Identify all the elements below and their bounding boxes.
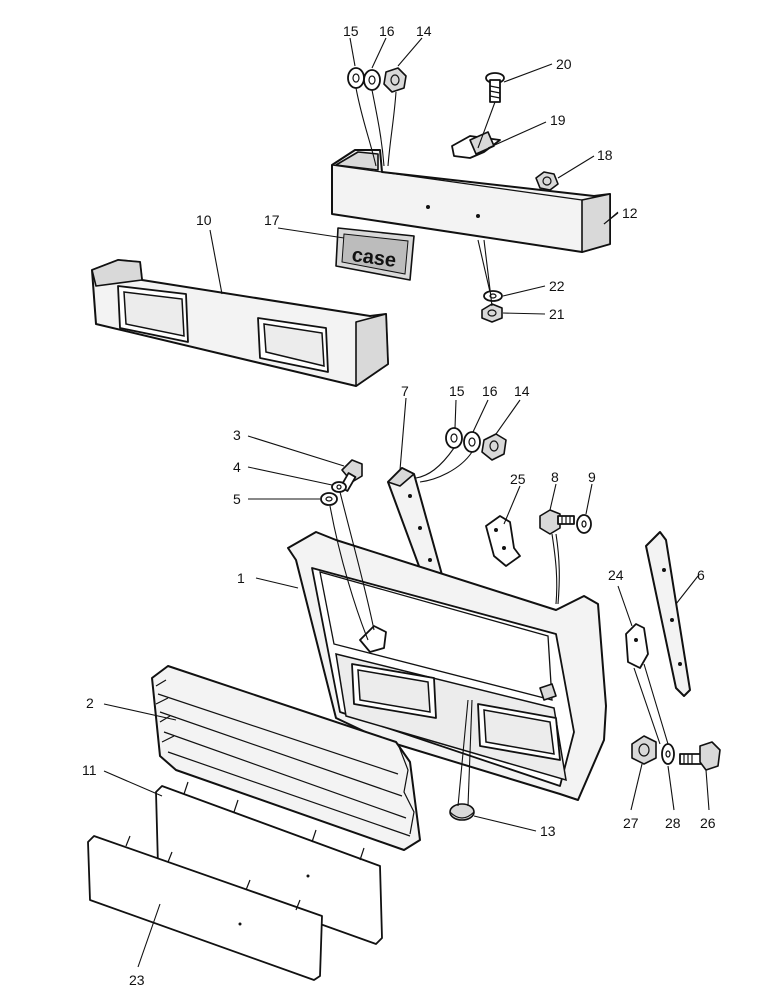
nut-14-top [383, 67, 407, 93]
callout-12: 12 [622, 205, 638, 221]
callout-21: 21 [549, 306, 565, 322]
emblem-17: case [335, 227, 415, 281]
callout-15-top: 15 [343, 23, 359, 39]
nut-27 [631, 735, 657, 765]
callout-23: 23 [129, 972, 145, 988]
washer-22 [483, 290, 503, 302]
callout-28: 28 [665, 815, 681, 831]
lock-washer-4 [331, 481, 347, 493]
callout-4: 4 [233, 459, 241, 475]
plate-23 [87, 835, 323, 981]
callout-16-mid: 16 [482, 383, 498, 399]
callout-2: 2 [86, 695, 94, 711]
cap-13 [449, 803, 475, 821]
callout-18: 18 [597, 147, 613, 163]
callout-7: 7 [401, 383, 409, 399]
bolt-26 [679, 741, 721, 771]
callout-9: 9 [588, 469, 596, 485]
side-bracket-6 [645, 531, 691, 697]
callout-13: 13 [540, 823, 556, 839]
callout-1: 1 [237, 570, 245, 586]
clip-19 [451, 131, 501, 159]
nut-18 [535, 171, 559, 191]
upper-panel-12 [331, 149, 611, 253]
callout-5: 5 [233, 491, 241, 507]
washer-15-top [347, 67, 365, 89]
callout-19: 19 [550, 112, 566, 128]
bolt-8 [539, 509, 575, 535]
washer-28 [661, 743, 675, 765]
bracket-24 [625, 623, 649, 669]
callout-24: 24 [608, 567, 624, 583]
callout-14-mid: 14 [514, 383, 530, 399]
nut-14-mid [481, 433, 507, 461]
callout-25: 25 [510, 471, 526, 487]
leader-lines [103, 37, 710, 968]
callout-14-top: 14 [416, 23, 432, 39]
callout-10: 10 [196, 212, 212, 228]
callout-26: 26 [700, 815, 716, 831]
callout-17: 17 [264, 212, 280, 228]
lock-washer-16-mid [463, 431, 481, 453]
bracket-25 [485, 515, 521, 567]
washer-9 [576, 514, 592, 534]
callout-22: 22 [549, 278, 565, 294]
callout-6: 6 [697, 567, 705, 583]
callout-15-mid: 15 [449, 383, 465, 399]
washer-5 [320, 492, 338, 506]
lock-washer-16-top [363, 69, 381, 91]
callouts: 15 16 14 20 19 18 10 17 12 22 21 7 15 16… [82, 23, 716, 988]
callout-8: 8 [551, 469, 559, 485]
screw-20 [485, 72, 505, 103]
panel-10 [91, 259, 389, 387]
callout-20: 20 [556, 56, 572, 72]
washer-15-mid [445, 427, 463, 449]
callout-3: 3 [233, 427, 241, 443]
grille-2 [151, 665, 421, 851]
nut-21 [481, 303, 503, 323]
callout-27: 27 [623, 815, 639, 831]
front-frame-1 [287, 531, 607, 801]
callout-11: 11 [82, 762, 97, 778]
callout-16-top: 16 [379, 23, 395, 39]
